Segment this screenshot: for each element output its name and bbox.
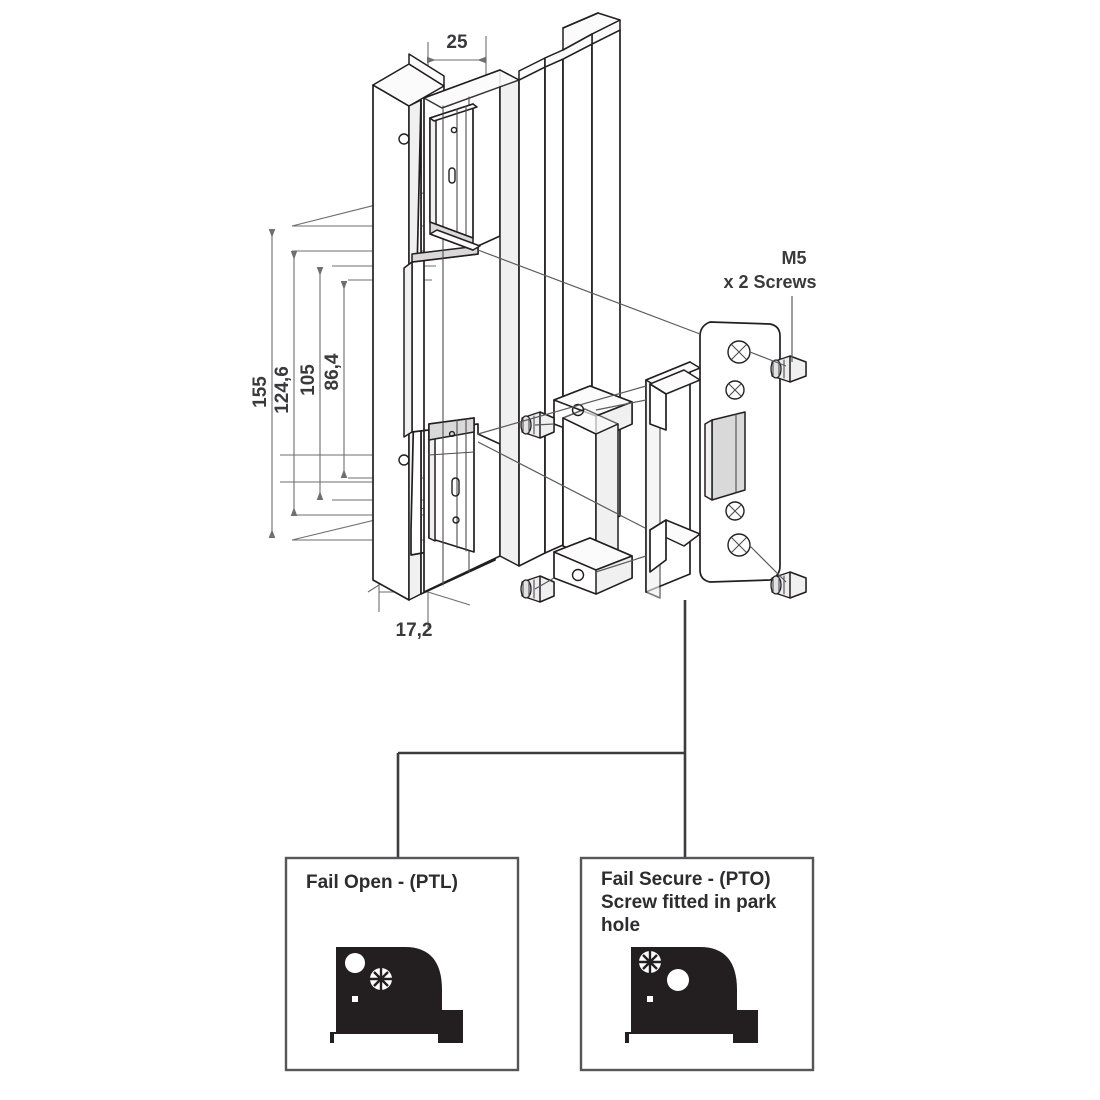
mounting-bracket-middle [553,385,633,595]
strike-silhouette-fail-secure-icon [625,947,758,1043]
screw-upper-right [770,355,807,383]
faceplate-screw-hole-3 [725,501,745,521]
callout-fail-open[interactable]: Fail Open - (PTL) [284,856,520,1072]
jamb-hole-lower [398,454,410,466]
screw-note-line1: M5 [781,248,806,268]
dimension-label-105: 105 [298,364,319,396]
fail-secure-screw-symbol [639,951,661,973]
screw-note-line2: x 2 Screws [723,272,816,292]
callout-fail-secure-title: Fail Secure - (PTO) [601,869,771,890]
faceplate-screw-hole-2 [725,380,745,400]
dimension-label-155: 155 [250,376,271,408]
faceplate-assembly [645,321,781,599]
screw-lower-left [520,575,555,603]
faceplate-screw-hole-4 [727,533,751,557]
strike-solenoid-upper [429,103,481,251]
strike-silhouette-fail-open-icon [330,947,463,1043]
dimension-label-17-2: 17,2 [396,620,433,641]
assembly-leader-lines [477,249,787,590]
callout-fail-secure[interactable]: Fail Secure - (PTO) Screw fitted in park… [579,856,815,1072]
vertical-dimension-lines [268,228,348,538]
dimension-label-124-6: 124,6 [272,366,293,414]
callout-fail-secure-line3: hole [601,915,640,936]
jamb-hole-upper [398,133,410,145]
callout-fail-open-title: Fail Open - (PTL) [306,872,458,893]
callout-connector-bracket [396,600,687,857]
screw-lower-right [770,571,807,599]
callout-fail-secure-line2: Screw fitted in park [601,892,777,913]
dimension-label-86-4: 86,4 [322,353,343,390]
fail-open-screw-symbol [370,968,392,990]
strike-keeper-lower [428,417,475,553]
dimension-label-25: 25 [446,32,468,53]
